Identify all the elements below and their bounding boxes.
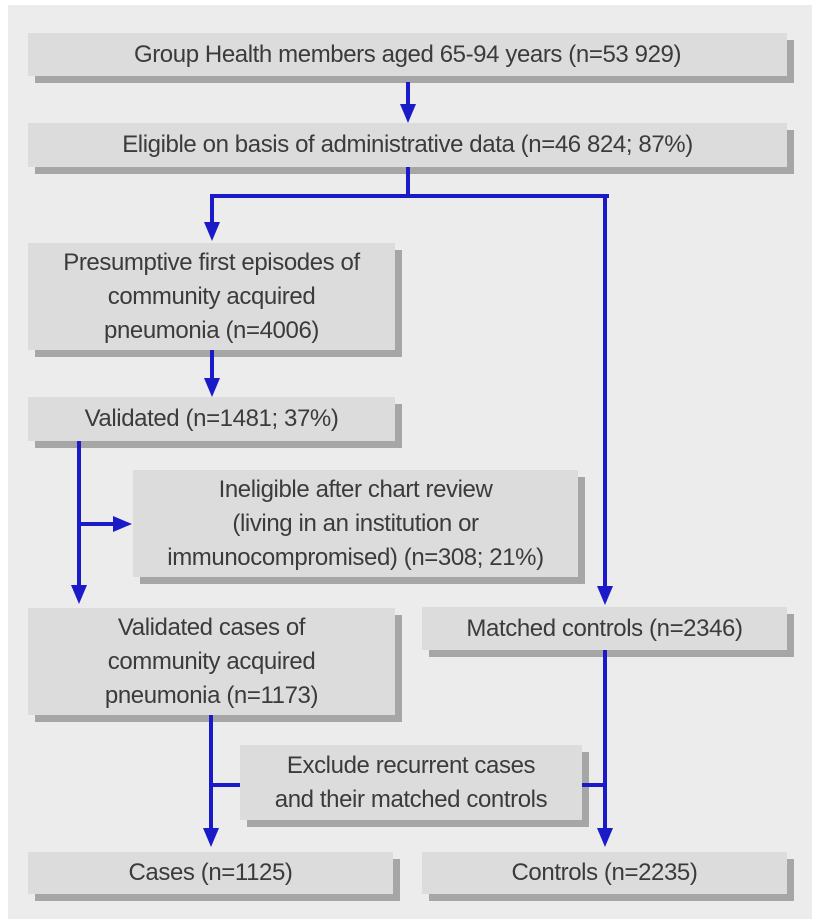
connector-split-horizontal — [210, 194, 609, 198]
box-controls: Controls (n=2235) — [422, 852, 787, 894]
box-ineligible-line3: immunocompromised) (n=308; 21%) — [167, 543, 544, 571]
box-group-health-members-label: Group Health members aged 65-94 years (n… — [133, 40, 682, 68]
connector-presumptive-validated-stem — [210, 350, 214, 379]
box-ineligible-line2: (living in an institution or — [232, 509, 479, 537]
connector-validated-ineligible-stem — [79, 522, 113, 526]
connector-presumptive-validated-arrowhead-icon — [204, 378, 220, 397]
box-presumptive-episodes-line2: community acquired — [107, 282, 316, 310]
box-matched-controls-label: Matched controls (n=2346) — [466, 614, 743, 642]
box-exclude-line2: and their matched controls — [274, 785, 548, 813]
box-validated-cases: Validated cases of community acquired pn… — [28, 608, 395, 715]
box-cases: Cases (n=1125) — [28, 852, 393, 894]
connector-members-eligible-arrowhead-icon — [400, 104, 416, 123]
box-validated-cases-line2: community acquired — [107, 647, 316, 675]
connector-members-eligible-stem — [406, 82, 410, 104]
connector-split-presumptive-arrowhead-icon — [204, 222, 220, 241]
connector-exclude-left-stub — [211, 783, 240, 787]
box-cases-label: Cases (n=1125) — [128, 859, 293, 886]
box-exclude-line1: Exclude recurrent cases — [286, 751, 536, 779]
connector-matched-controls-stem — [603, 650, 607, 828]
box-matched-controls: Matched controls (n=2346) — [422, 607, 787, 650]
connector-exclude-right-stub — [582, 783, 607, 787]
box-controls-label: Controls (n=2235) — [511, 859, 698, 886]
box-eligible-administrative: Eligible on basis of administrative data… — [28, 123, 787, 167]
box-validated-label: Validated (n=1481; 37%) — [84, 405, 339, 432]
connector-split-matched-stem — [603, 196, 607, 586]
box-validated: Validated (n=1481; 37%) — [28, 397, 395, 441]
connector-eligible-split-stem — [406, 167, 410, 196]
connector-matched-controls-arrowhead-icon — [597, 828, 613, 847]
box-ineligible-after-chart-review: Ineligible after chart review (living in… — [133, 470, 578, 577]
connector-split-matched-arrowhead-icon — [597, 586, 613, 605]
connector-validated-validatedcases-stem — [77, 441, 81, 585]
connector-validated-validatedcases-arrowhead-icon — [71, 585, 87, 604]
box-exclude-recurrent-cases: Exclude recurrent cases and their matche… — [240, 745, 582, 820]
box-validated-cases-line1: Validated cases of — [117, 613, 306, 641]
connector-split-presumptive-stem — [210, 196, 214, 222]
connector-validated-ineligible-arrowhead-icon — [113, 516, 132, 532]
box-presumptive-episodes: Presumptive first episodes of community … — [28, 243, 395, 350]
connector-validatedcases-cases-arrowhead-icon — [203, 828, 219, 847]
box-group-health-members: Group Health members aged 65-94 years (n… — [28, 33, 787, 76]
box-presumptive-episodes-line3: pneumonia (n=4006) — [104, 316, 319, 344]
box-eligible-administrative-label: Eligible on basis of administrative data… — [122, 131, 693, 158]
connector-validatedcases-cases-stem — [209, 715, 213, 828]
box-presumptive-episodes-line1: Presumptive first episodes of — [63, 248, 360, 276]
box-ineligible-line1: Ineligible after chart review — [218, 475, 493, 503]
box-validated-cases-line3: pneumonia (n=1173) — [104, 681, 319, 709]
